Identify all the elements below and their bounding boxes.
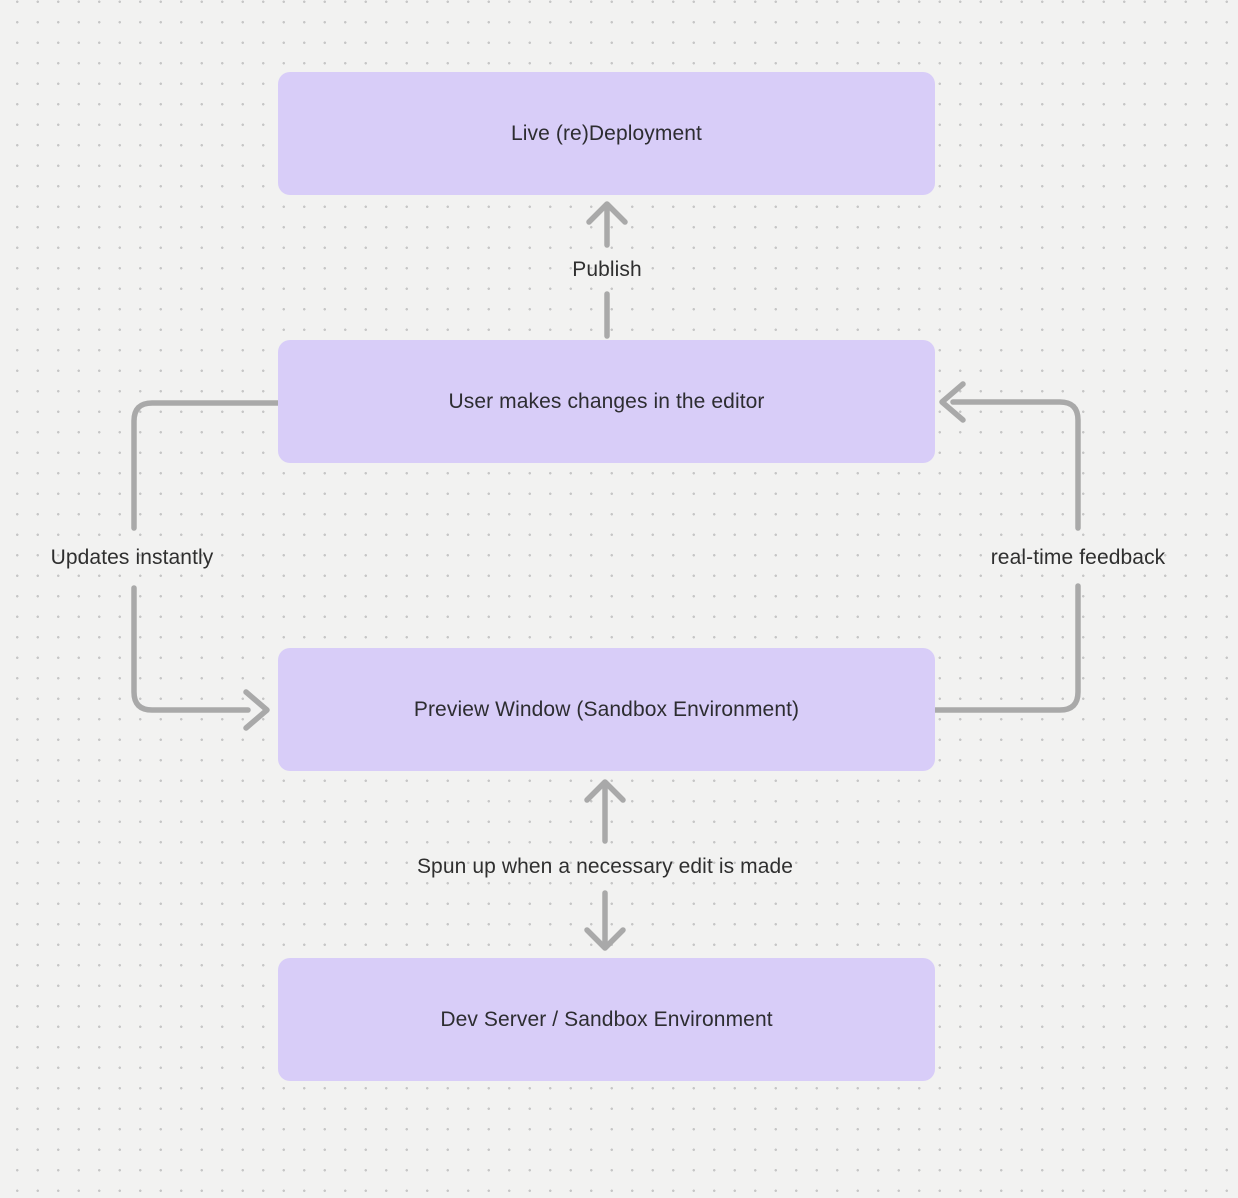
node-editor-changes-label: User makes changes in the editor	[448, 389, 765, 413]
edge-feedback-segment-bottom	[932, 583, 1081, 713]
edge-label-spun-up: Spun up when a necessary edit is made	[416, 855, 794, 878]
edge-spun-up-arrowhead-down-icon	[584, 927, 626, 951]
edge-updates-segment-top	[131, 400, 281, 531]
node-live-redeployment: Live (re)Deployment	[278, 72, 935, 195]
edge-label-real-time-feedback: real-time feedback	[990, 546, 1166, 569]
node-preview-window-label: Preview Window (Sandbox Environment)	[413, 697, 800, 721]
edge-updates-segment-bottom	[131, 585, 251, 713]
node-editor-changes: User makes changes in the editor	[278, 340, 935, 463]
edge-spun-up-arrowhead-up-icon	[584, 779, 626, 803]
node-dev-server: Dev Server / Sandbox Environment	[278, 958, 935, 1081]
edge-label-updates-instantly: Updates instantly	[50, 546, 214, 569]
edge-feedback-segment-top	[950, 399, 1081, 531]
edge-label-publish: Publish	[572, 258, 642, 281]
edge-feedback-arrowhead-left-icon	[939, 381, 966, 423]
node-live-redeployment-label: Live (re)Deployment	[511, 121, 702, 145]
edge-publish-arrowhead-up-icon	[586, 201, 628, 225]
node-dev-server-label: Dev Server / Sandbox Environment	[440, 1007, 773, 1031]
edge-updates-arrowhead-right-icon	[243, 689, 270, 731]
node-preview-window: Preview Window (Sandbox Environment)	[278, 648, 935, 771]
